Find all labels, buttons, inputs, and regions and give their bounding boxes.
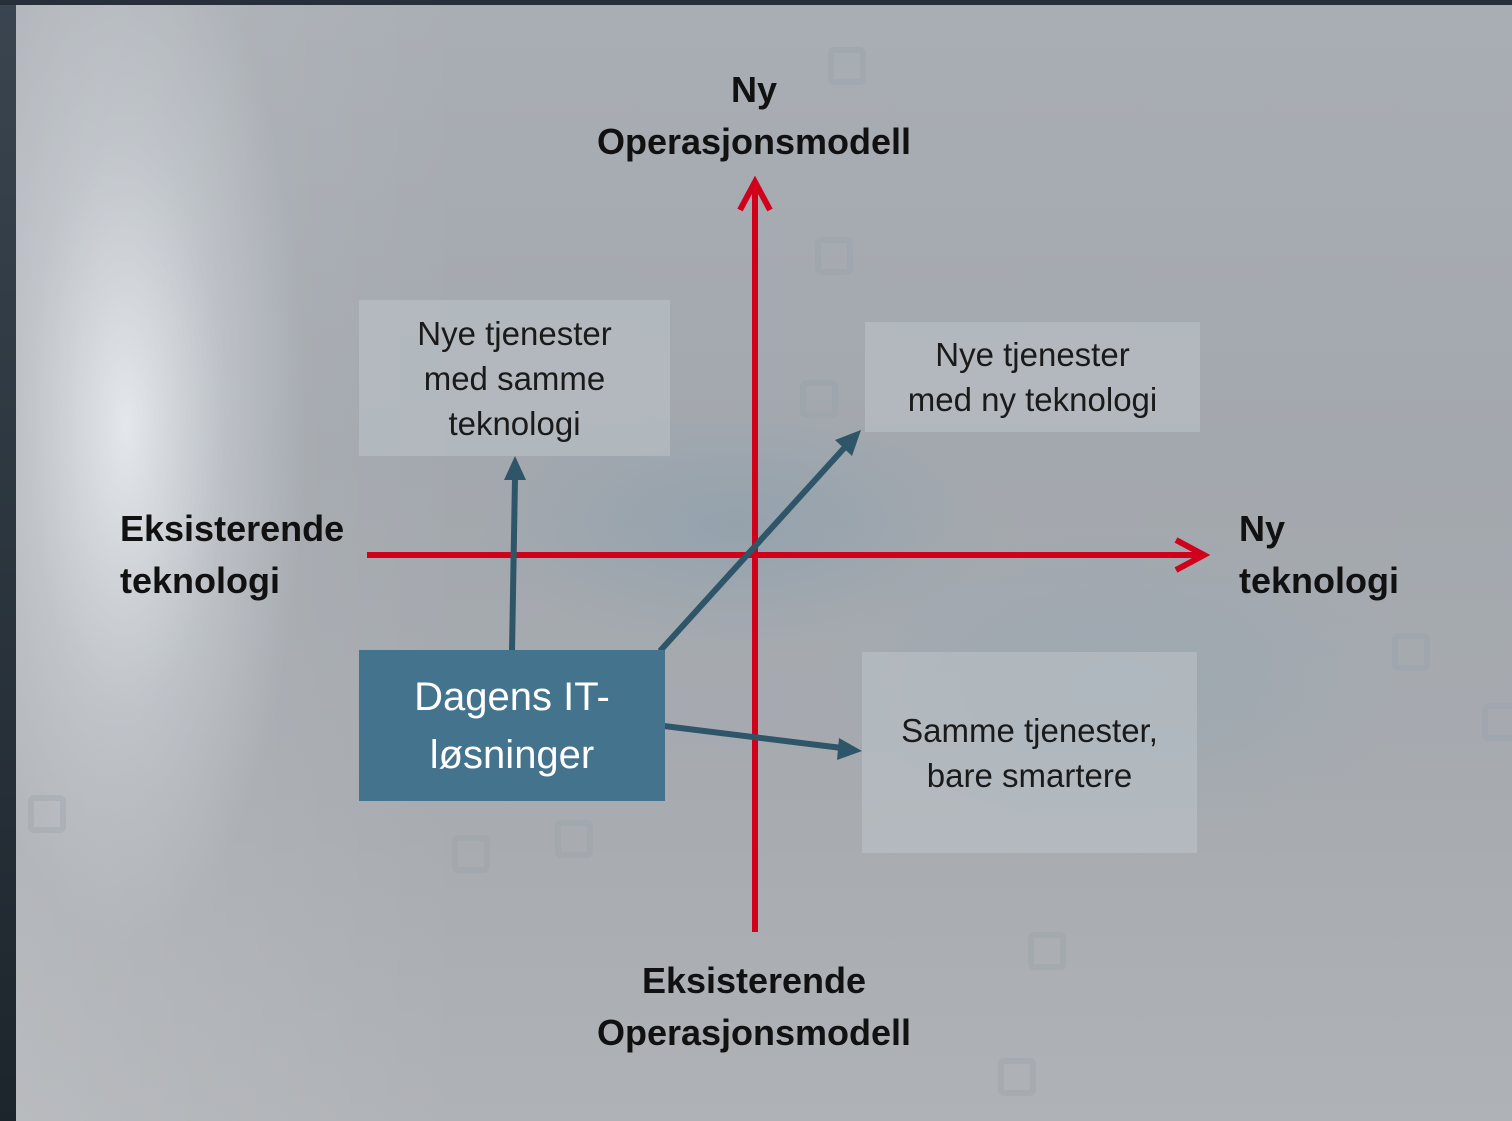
background-square-icon: [800, 380, 838, 418]
background-image: [16, 5, 1512, 1121]
axis-label-bottom: Eksisterende Operasjonsmodell: [596, 960, 912, 1053]
connector-to-bottom-right-arrowhead: [837, 738, 862, 760]
axis-label-right: Ny teknologi: [1239, 508, 1399, 601]
quadrant-box-top-left: Nye tjenester med samme teknologi: [359, 300, 670, 456]
background-square-icon: [815, 237, 853, 275]
vertical-axis-arrowhead: [737, 175, 773, 212]
axis-label-left: Eksisterende teknologi: [120, 508, 345, 601]
quadrant-box-top-right: Nye tjenester med ny teknologi: [865, 322, 1200, 432]
left-edge-strip: [0, 0, 16, 1121]
quadrant-box-bottom-right: Samme tjenester, bare smartere: [862, 652, 1197, 853]
current-it-solutions-box: Dagens IT- løsninger: [359, 650, 665, 801]
background-square-icon: [1482, 703, 1512, 741]
background-square-icon: [828, 47, 866, 85]
connector-to-bottom-right: [663, 723, 843, 751]
top-edge-bar: [0, 0, 1512, 5]
background-square-icon: [1028, 932, 1066, 970]
axis-label-top: Ny Operasjonsmodell: [596, 69, 912, 162]
connector-to-top-right: [657, 443, 849, 654]
background-square-icon: [452, 835, 490, 873]
connector-to-top-right-arrowhead: [835, 430, 861, 456]
connector-to-top-left: [509, 477, 518, 652]
background-square-icon: [28, 795, 66, 833]
horizontal-axis-arrowhead: [1174, 537, 1211, 573]
background-square-icon: [555, 820, 593, 858]
connector-to-top-left-arrowhead: [504, 456, 526, 480]
background-square-icon: [998, 1058, 1036, 1096]
background-square-icon: [1392, 633, 1430, 671]
